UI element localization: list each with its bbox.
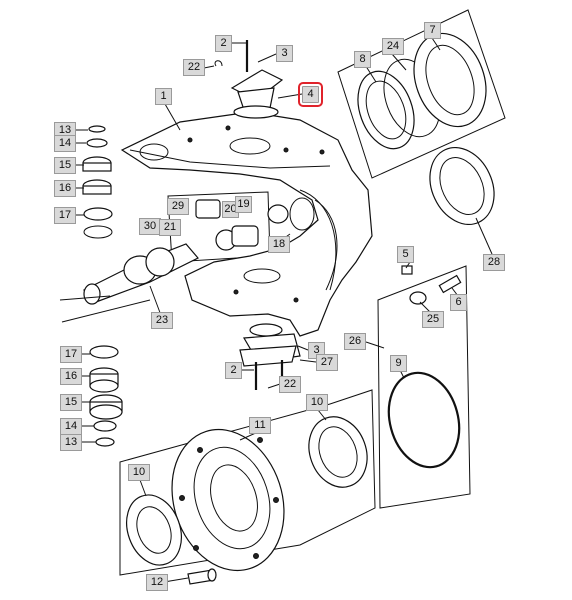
callout-28[interactable]: 28: [483, 254, 505, 271]
steering-knuckle-drawing: [120, 111, 373, 337]
callout-18[interactable]: 18: [268, 236, 290, 253]
callout-3-top[interactable]: 3: [276, 45, 293, 62]
bolt-group-drawing: [401, 265, 462, 305]
upper-ball-joint-drawing: [214, 40, 284, 119]
callout-26[interactable]: 26: [344, 333, 366, 350]
callout-23[interactable]: 23: [151, 312, 173, 329]
callout-27[interactable]: 27: [316, 354, 338, 371]
callout-13-top[interactable]: 13: [54, 122, 76, 139]
callout-7[interactable]: 7: [424, 22, 441, 39]
callout-16-top[interactable]: 16: [54, 180, 76, 197]
callout-14-bottom[interactable]: 14: [60, 418, 82, 435]
callout-12[interactable]: 12: [146, 574, 168, 591]
callout-8[interactable]: 8: [354, 51, 371, 68]
callout-17-bottom[interactable]: 17: [60, 346, 82, 363]
callout-25[interactable]: 25: [422, 311, 444, 328]
callout-9[interactable]: 9: [390, 355, 407, 372]
callout-6[interactable]: 6: [450, 294, 467, 311]
callout-16-bottom[interactable]: 16: [60, 368, 82, 385]
frame-bolt-group: [377, 265, 471, 509]
callout-19[interactable]: 19: [235, 196, 252, 213]
shaft-group-parts-drawing: [195, 199, 289, 251]
callout-22-top[interactable]: 22: [183, 59, 205, 76]
seal-28-drawing: [429, 146, 495, 226]
callout-13-bottom[interactable]: 13: [60, 434, 82, 451]
callout-10-left[interactable]: 10: [128, 464, 150, 481]
callout-1[interactable]: 1: [155, 88, 172, 105]
callout-2-bottom[interactable]: 2: [225, 362, 242, 379]
o-ring-9-drawing: [387, 371, 461, 469]
callout-15-top[interactable]: 15: [54, 157, 76, 174]
callout-5[interactable]: 5: [397, 246, 414, 263]
seal-rings-drawing: [357, 32, 487, 150]
hub-11-drawing: [171, 428, 285, 572]
callout-15-bottom[interactable]: 15: [60, 394, 82, 411]
bolt-12-drawing: [187, 568, 217, 585]
drive-shaft-drawing: [59, 243, 199, 323]
callout-21[interactable]: 21: [159, 219, 181, 236]
bearing-10-mid-drawing: [308, 416, 368, 488]
callout-10-mid[interactable]: 10: [306, 394, 328, 411]
frame-hub-group: [119, 389, 376, 576]
callout-2-top[interactable]: 2: [215, 35, 232, 52]
callout-4-highlighted[interactable]: 4: [298, 82, 323, 107]
callout-29[interactable]: 29: [167, 198, 189, 215]
callout-22-bottom[interactable]: 22: [279, 376, 301, 393]
upper-bearing-stack-drawing: [82, 125, 113, 239]
callout-11[interactable]: 11: [249, 417, 271, 434]
bearing-10-left-drawing: [126, 494, 182, 566]
lower-bearing-stack-drawing: [89, 345, 123, 447]
lower-ball-joint-drawing: [239, 323, 301, 390]
callout-24[interactable]: 24: [382, 38, 404, 55]
callout-14-top[interactable]: 14: [54, 135, 76, 152]
callout-17-top[interactable]: 17: [54, 207, 76, 224]
callout-30[interactable]: 30: [139, 218, 161, 235]
